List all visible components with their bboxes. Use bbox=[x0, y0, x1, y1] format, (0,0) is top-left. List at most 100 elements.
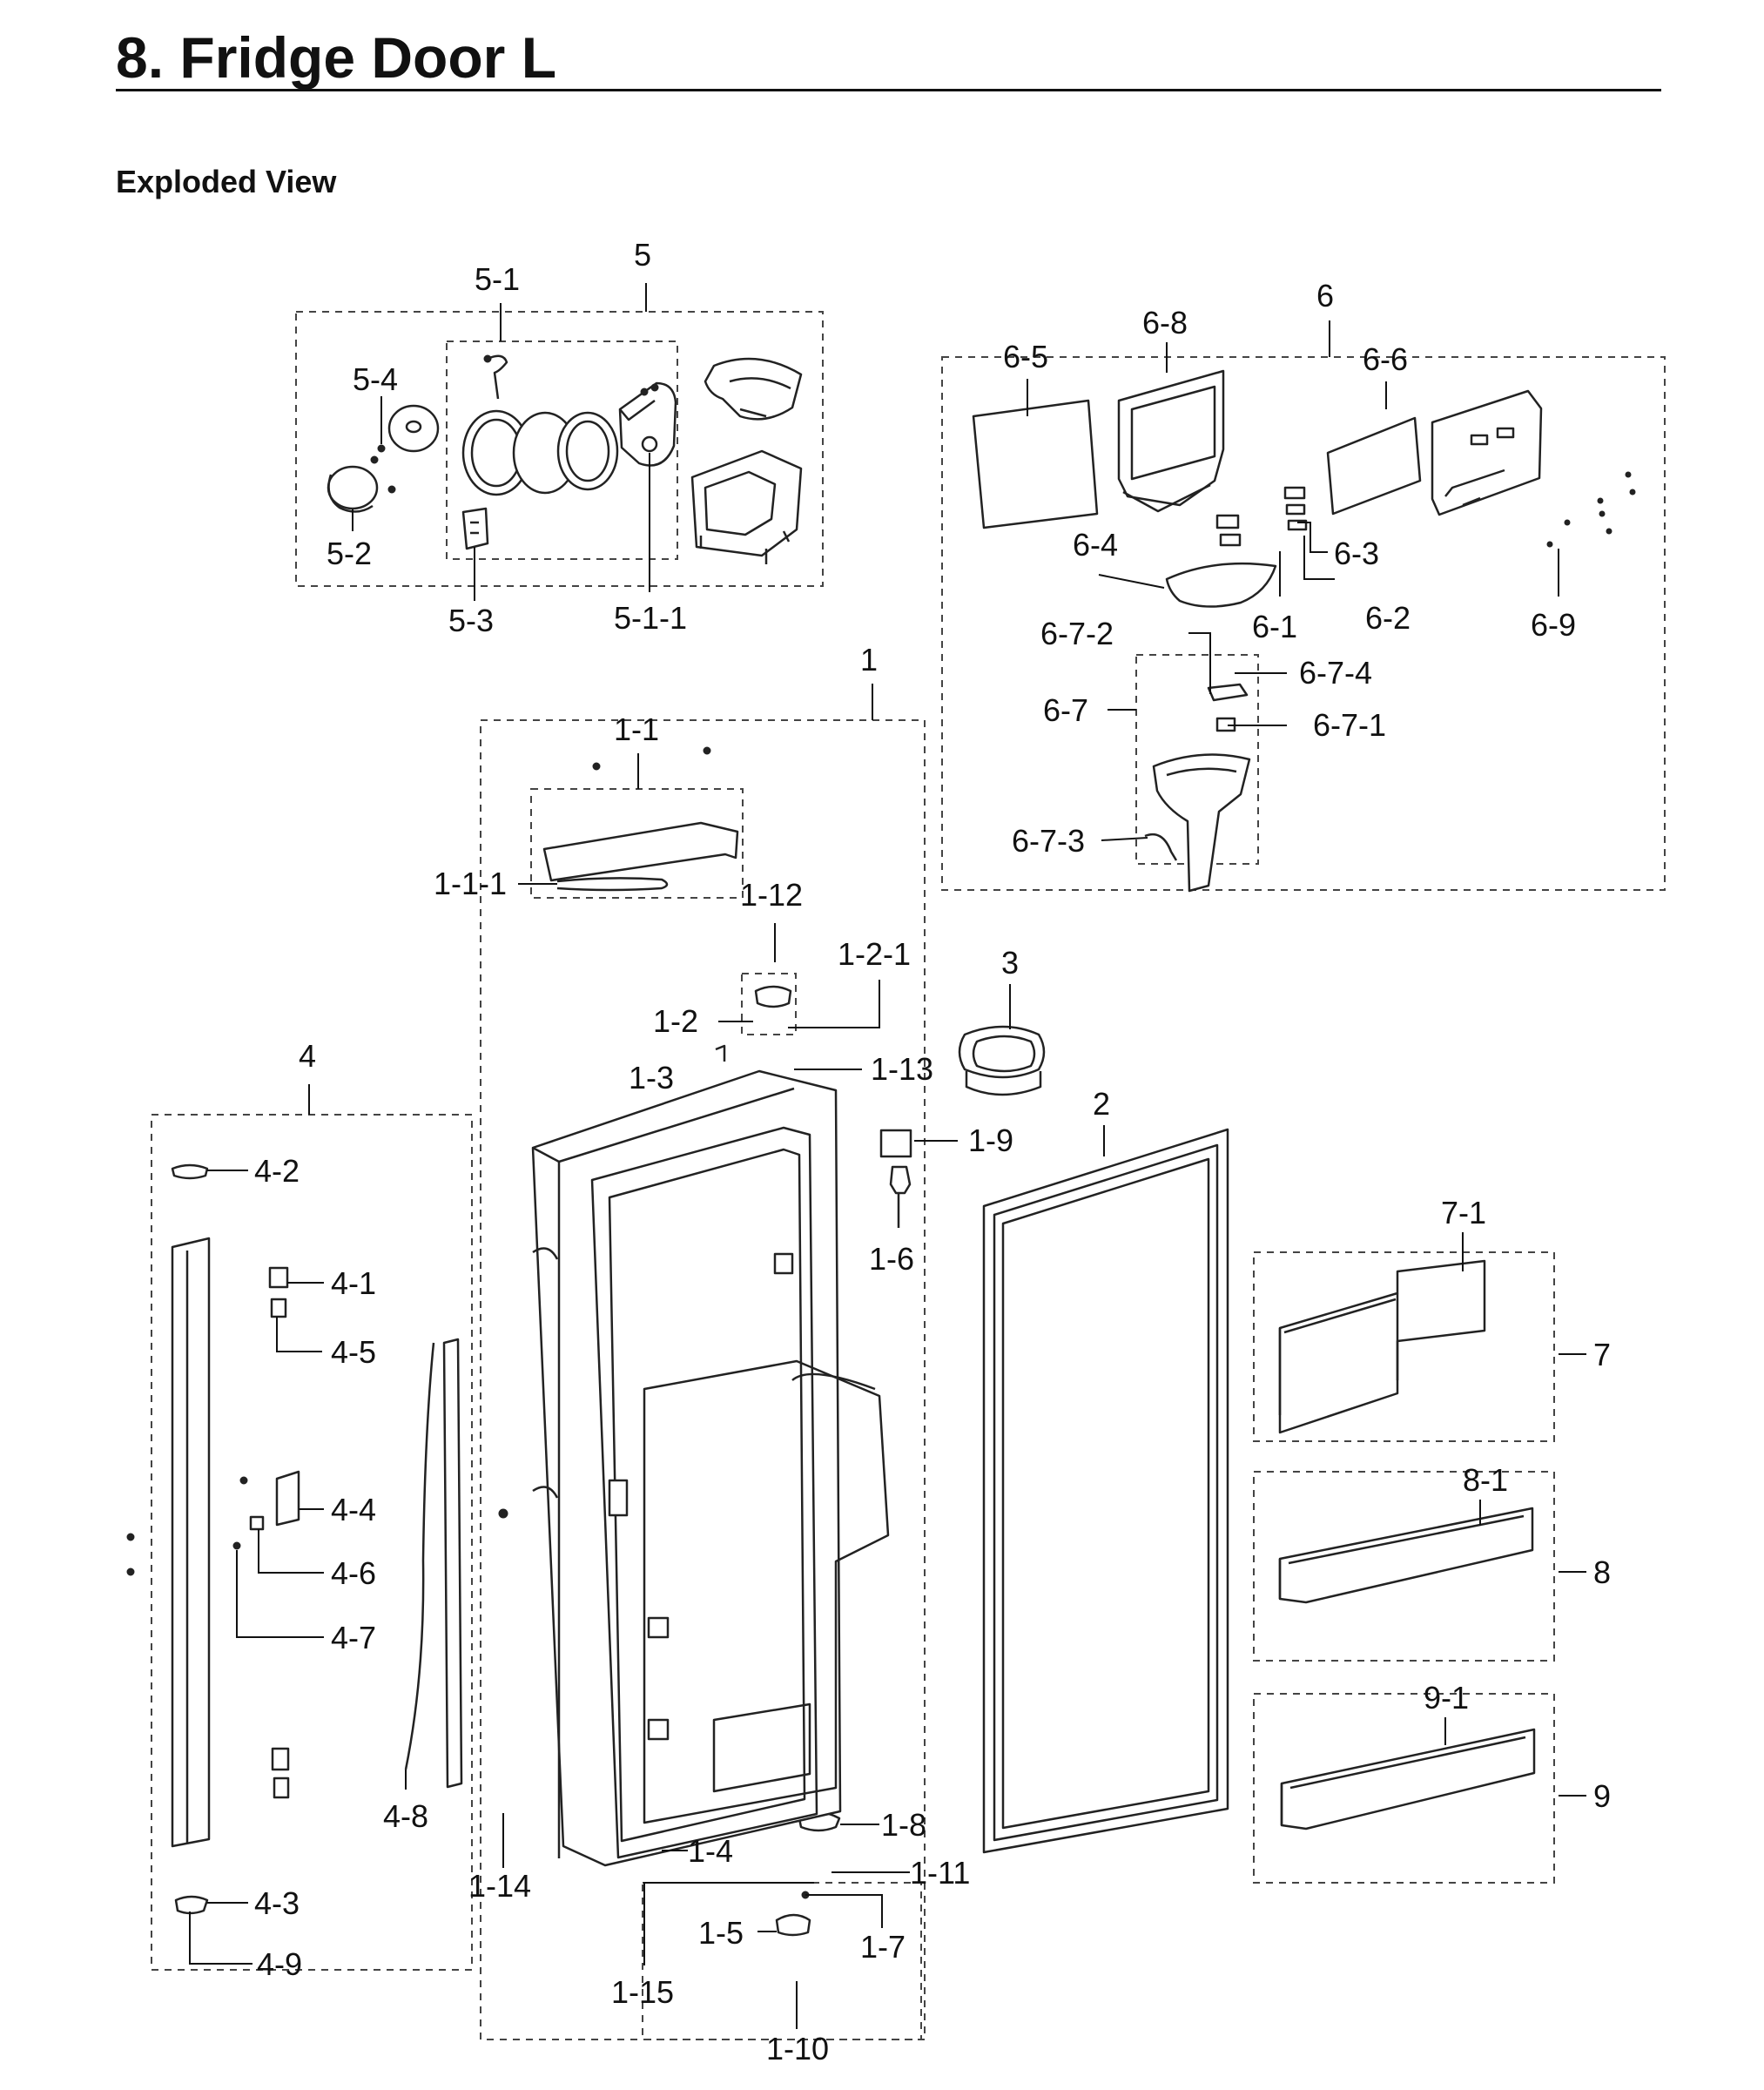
part-5-1-spring bbox=[483, 354, 508, 400]
label-1-3: 1-3 bbox=[629, 1060, 674, 1096]
part-4-clip bbox=[273, 1776, 290, 1799]
group-box-4 bbox=[151, 1114, 473, 1971]
title-rule bbox=[116, 89, 1661, 91]
part-1-5-hinge bbox=[775, 1913, 811, 1937]
label-8: 8 bbox=[1593, 1554, 1611, 1590]
part-4-8-cable bbox=[404, 1342, 435, 1770]
label-6-4: 6-4 bbox=[1073, 527, 1118, 563]
label-9-1: 9-1 bbox=[1424, 1680, 1469, 1716]
assembly-6-parts bbox=[972, 369, 1636, 893]
assembly-5-parts bbox=[327, 354, 803, 564]
label-1-8: 1-8 bbox=[881, 1807, 926, 1843]
part-1-1-bracket bbox=[542, 821, 739, 882]
part-1-door-body bbox=[531, 1069, 890, 1867]
label-9: 9 bbox=[1593, 1778, 1611, 1814]
label-1-13: 1-13 bbox=[871, 1051, 933, 1087]
label-1-9: 1-9 bbox=[968, 1123, 1013, 1158]
label-1-12: 1-12 bbox=[740, 877, 803, 913]
part-6-8-frame bbox=[1117, 369, 1225, 513]
label-5: 5 bbox=[634, 237, 651, 273]
label-4-9: 4-9 bbox=[257, 1946, 302, 1982]
label-6-7-4: 6-7-4 bbox=[1299, 655, 1372, 691]
label-1-15: 1-15 bbox=[611, 1974, 674, 2010]
part-4-8-strip bbox=[442, 1338, 463, 1789]
part-1-1-1-wire bbox=[556, 877, 669, 892]
label-1-2-1: 1-2-1 bbox=[838, 936, 911, 972]
label-6-8: 6-8 bbox=[1142, 305, 1188, 340]
page-title: 8. Fridge Door L bbox=[116, 25, 557, 90]
group-box-1-1 bbox=[530, 788, 744, 899]
label-1-1: 1-1 bbox=[614, 711, 659, 747]
label-6-1: 6-1 bbox=[1252, 609, 1297, 644]
label-6-7: 6-7 bbox=[1043, 692, 1088, 728]
group-box-9 bbox=[1253, 1693, 1555, 1884]
label-1-7: 1-7 bbox=[860, 1929, 906, 1965]
group-box-7 bbox=[1253, 1251, 1555, 1442]
label-6-7-2: 6-7-2 bbox=[1040, 616, 1114, 651]
label-6-2: 6-2 bbox=[1365, 600, 1411, 636]
label-4-7: 4-7 bbox=[331, 1620, 376, 1655]
part-4-2-cap bbox=[171, 1163, 209, 1180]
part-6-4-chute-cover bbox=[1165, 562, 1277, 608]
label-4-6: 4-6 bbox=[331, 1555, 376, 1591]
part-1-6-cap bbox=[889, 1165, 912, 1195]
label-6-3: 6-3 bbox=[1334, 536, 1379, 571]
part-5-1-rings bbox=[461, 409, 619, 496]
part-5-4-cover bbox=[377, 404, 440, 453]
label-4-1: 4-1 bbox=[331, 1265, 376, 1301]
part-5-ice-chute bbox=[704, 357, 803, 421]
label-1-10: 1-10 bbox=[766, 2031, 829, 2066]
label-1: 1 bbox=[860, 642, 878, 678]
label-4-2: 4-2 bbox=[254, 1153, 300, 1189]
part-4-4-bracket bbox=[275, 1470, 300, 1527]
label-4-3: 4-3 bbox=[254, 1885, 300, 1921]
part-6-cover-plate bbox=[1431, 389, 1636, 548]
label-1-5: 1-5 bbox=[698, 1915, 744, 1951]
part-1-9-block bbox=[879, 1129, 912, 1158]
part-5-2-motor bbox=[327, 455, 396, 513]
part-5-3-switch bbox=[461, 507, 489, 550]
label-2: 2 bbox=[1093, 1086, 1110, 1122]
label-5-1-1: 5-1-1 bbox=[614, 600, 687, 636]
label-6: 6 bbox=[1316, 278, 1334, 314]
label-7-1: 7-1 bbox=[1441, 1195, 1486, 1230]
part-9-1-bin bbox=[1280, 1728, 1536, 1830]
assembly-group-boxes bbox=[151, 311, 1666, 2040]
label-6-5: 6-5 bbox=[1003, 339, 1048, 374]
group-box-5-1 bbox=[446, 340, 678, 560]
part-1-2-hinge bbox=[754, 985, 792, 1008]
label-4-5: 4-5 bbox=[331, 1334, 376, 1370]
assembly-4-parts bbox=[126, 1163, 463, 1915]
section-heading: Exploded View bbox=[116, 164, 337, 199]
label-3: 3 bbox=[1001, 945, 1019, 981]
label-4-4: 4-4 bbox=[331, 1492, 376, 1527]
part-5-duct-housing bbox=[690, 449, 803, 564]
part-4-1-clip bbox=[268, 1266, 289, 1289]
part-5-1-1-housing bbox=[618, 381, 677, 467]
part-1-1-screw bbox=[703, 746, 711, 755]
part-3-cap bbox=[958, 1025, 1046, 1096]
group-box-5 bbox=[295, 311, 824, 587]
part-4-5-clip bbox=[270, 1298, 287, 1318]
label-4: 4 bbox=[299, 1038, 316, 1074]
part-6-6-board bbox=[1326, 416, 1422, 516]
group-box-1-5 bbox=[642, 1882, 922, 2040]
part-6-7-dispenser bbox=[1144, 683, 1251, 893]
label-6-7-1: 6-7-1 bbox=[1313, 707, 1386, 743]
part-7-1-bin bbox=[1278, 1259, 1486, 1434]
bins-parts bbox=[1278, 1259, 1536, 1830]
label-6-9: 6-9 bbox=[1531, 607, 1576, 643]
label-7: 7 bbox=[1593, 1337, 1611, 1372]
label-5-4: 5-4 bbox=[353, 361, 398, 397]
part-6-1-6-2-6-3-clips bbox=[1215, 486, 1308, 547]
group-box-1-2 bbox=[741, 973, 797, 1035]
part-6-5-panel bbox=[972, 399, 1099, 529]
label-5-2: 5-2 bbox=[327, 536, 372, 571]
part-4-handle bbox=[171, 1237, 211, 1848]
part-4-clip bbox=[271, 1747, 290, 1771]
label-1-2: 1-2 bbox=[653, 1003, 698, 1039]
label-8-1: 8-1 bbox=[1463, 1462, 1508, 1498]
label-6-6: 6-6 bbox=[1363, 341, 1408, 377]
part-1-14-screw bbox=[498, 1508, 508, 1519]
